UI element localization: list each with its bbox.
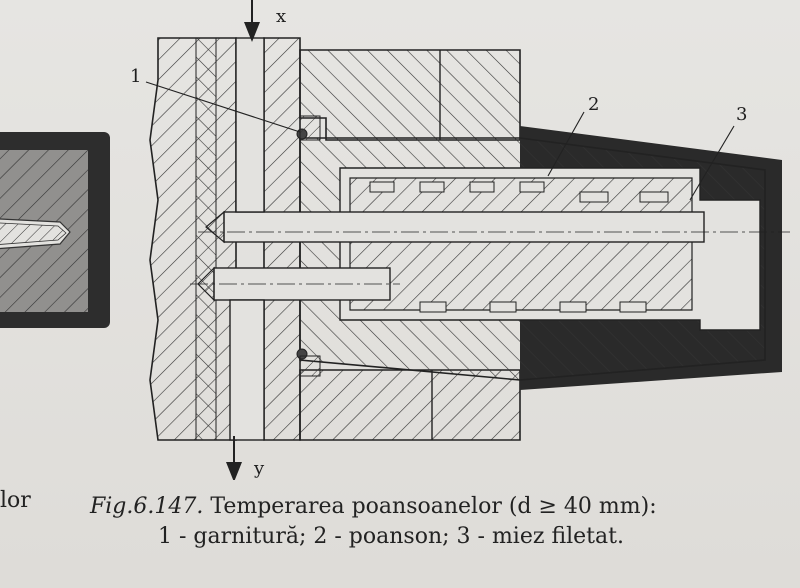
callout-1: 1	[130, 66, 142, 87]
adjacent-figure-fragment	[0, 132, 110, 328]
callout-3: 3	[736, 104, 748, 125]
thread-teeth	[369, 181, 669, 313]
die-block-bottom	[299, 369, 521, 441]
callout-2: 2	[588, 94, 600, 115]
cooling-channel-lower	[190, 266, 400, 441]
figure-number: Fig.6.147.	[90, 494, 204, 519]
die-block-top	[299, 49, 521, 141]
margin-text-fragment: lor	[0, 488, 31, 513]
die-plate-left	[149, 37, 301, 441]
figure-legend: 1 - garnitură; 2 - poanson; 3 - miez fil…	[158, 523, 624, 549]
axis-y-label: y	[254, 458, 265, 479]
figure-title: Temperarea poansoanelor (d ≥ 40 mm):	[210, 494, 657, 519]
threaded-core-part-3	[339, 167, 761, 331]
flow-arrow-x	[244, 0, 260, 42]
figure-caption: Fig.6.147. Temperarea poansoanelor (d ≥ …	[90, 492, 790, 551]
inlet-channel	[235, 37, 265, 213]
leader-lines	[145, 81, 735, 201]
axis-x-label: x	[276, 6, 287, 27]
cooling-channel-upper	[198, 210, 790, 244]
technical-drawing	[0, 0, 790, 480]
flow-arrow-y	[226, 436, 242, 480]
